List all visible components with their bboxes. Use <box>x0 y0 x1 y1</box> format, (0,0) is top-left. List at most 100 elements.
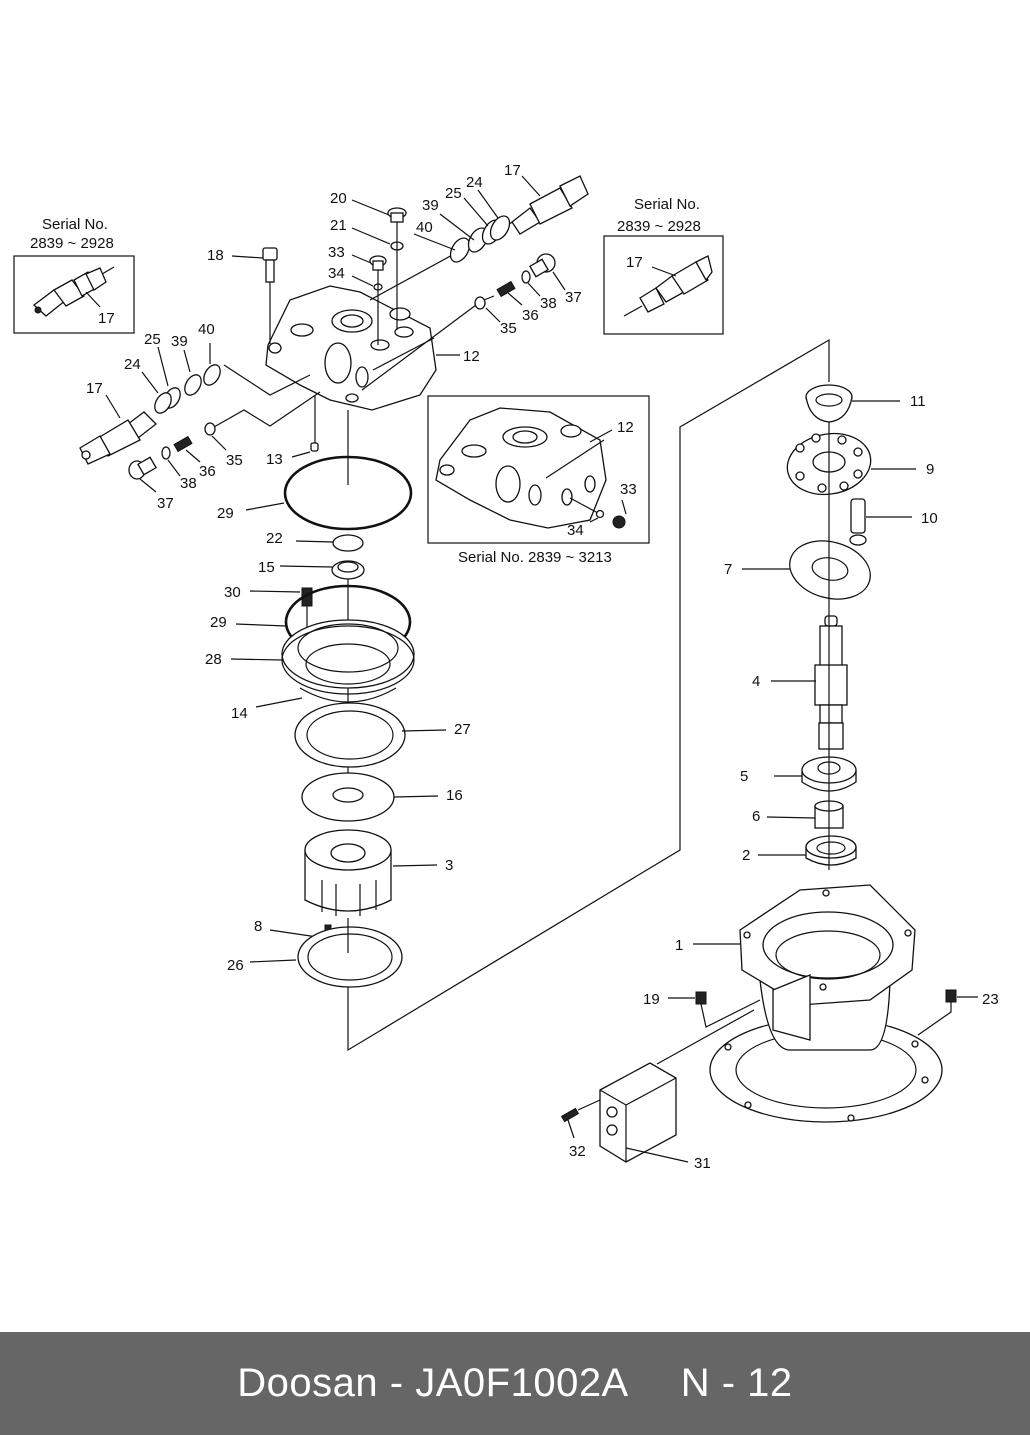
footer-brand-part-number: Doosan - JA0F1002A <box>237 1361 629 1405</box>
shaft-4 <box>814 615 848 750</box>
plug-37-left <box>128 456 157 480</box>
plug-23 <box>945 989 957 1003</box>
plug-37 <box>529 253 556 278</box>
callout-12: 12 <box>463 348 480 365</box>
oring-40-left <box>203 364 221 386</box>
inset-center-caption: Serial No. 2839 ~ 3213 <box>458 549 612 566</box>
callout-27: 27 <box>454 721 471 738</box>
poppet-35-left <box>204 422 216 436</box>
callout-18: 18 <box>207 247 224 264</box>
relief-valve-part-17-inset-right <box>623 255 713 317</box>
callout-34: 34 <box>328 265 345 282</box>
spring-36 <box>496 280 516 298</box>
callout-20: 20 <box>330 190 347 207</box>
bearing-2 <box>805 835 857 866</box>
pin-13 <box>310 442 319 452</box>
callout-17-inset-right: 17 <box>626 254 643 271</box>
relief-valve-17-left <box>79 411 157 465</box>
callout-1: 1 <box>675 937 683 954</box>
valve-block-31 <box>599 1062 677 1163</box>
casing-1 <box>709 884 943 1123</box>
callout-40: 40 <box>416 219 433 236</box>
callout-38: 38 <box>540 295 557 312</box>
cylinder-block-3 <box>304 829 392 916</box>
swash-plate-7 <box>789 540 871 600</box>
inset-right-line1: Serial No. <box>634 196 700 213</box>
callout-2: 2 <box>742 847 750 864</box>
parts-diagram: Serial No. 2839 ~ 2928 17 Serial No. 283… <box>13 162 999 1172</box>
callout-10: 10 <box>921 510 938 527</box>
callout-11: 11 <box>910 393 926 410</box>
callout-39-left: 39 <box>171 333 188 350</box>
callout-3: 3 <box>445 857 453 874</box>
poppet-35 <box>474 296 486 310</box>
relief-valve-17 <box>511 175 589 235</box>
callout-17-inset-left: 17 <box>98 310 115 327</box>
callout-29-top: 29 <box>217 505 234 522</box>
callout-17-left: 17 <box>86 380 103 397</box>
plate-26 <box>297 926 403 988</box>
callout-28: 28 <box>205 651 222 668</box>
oring-38-left <box>161 446 171 460</box>
inset-center: 12 33 34 Serial No. 2839 ~ 3213 <box>427 395 650 566</box>
callout-9: 9 <box>926 461 934 478</box>
plate-27 <box>294 702 406 768</box>
callout-12-inset: 12 <box>617 419 634 436</box>
callout-34-inset: 34 <box>567 522 584 539</box>
oring-39-left <box>184 374 202 396</box>
callout-21: 21 <box>330 217 347 234</box>
callout-37-left: 37 <box>157 495 174 512</box>
callout-36: 36 <box>522 307 539 324</box>
callout-33-inset: 33 <box>620 481 637 498</box>
callout-25-left: 25 <box>144 331 161 348</box>
inset-right: Serial No. 2839 ~ 2928 17 <box>603 196 724 335</box>
backup-ring-24 <box>489 215 511 241</box>
bolt-32 <box>560 1107 580 1123</box>
callout-31: 31 <box>694 1155 711 1172</box>
callout-36-left: 36 <box>199 463 216 480</box>
callout-40-left: 40 <box>198 321 215 338</box>
backup-ring-24-left <box>154 392 172 414</box>
callout-32: 32 <box>569 1143 586 1160</box>
callout-4: 4 <box>752 673 760 690</box>
spring-36-left <box>173 435 193 453</box>
relief-valve-part-17-inset <box>32 266 115 317</box>
callout-17: 17 <box>504 162 521 179</box>
callout-15: 15 <box>258 559 275 576</box>
callout-5: 5 <box>740 768 748 785</box>
ring-11 <box>805 384 853 423</box>
callout-37: 37 <box>565 289 582 306</box>
callout-16: 16 <box>446 787 463 804</box>
valve-plate-16 <box>301 772 395 822</box>
callout-35: 35 <box>500 320 517 337</box>
callout-6: 6 <box>752 808 760 825</box>
pin-10 <box>849 498 867 546</box>
oring-40 <box>449 237 471 263</box>
inset-right-line2: 2839 ~ 2928 <box>617 218 701 235</box>
callout-25: 25 <box>445 185 462 202</box>
inset-left: Serial No. 2839 ~ 2928 17 <box>13 216 135 334</box>
oring-29-top <box>283 455 413 531</box>
footer-page-number: N - 12 <box>680 1361 793 1405</box>
oring-22 <box>332 534 364 552</box>
callout-23: 23 <box>982 991 999 1008</box>
part-14 <box>299 687 397 703</box>
callout-24: 24 <box>466 174 483 191</box>
valve-housing-12-inset <box>435 407 626 529</box>
callout-33: 33 <box>328 244 345 261</box>
plug-20 <box>387 207 407 223</box>
callout-29: 29 <box>210 614 227 631</box>
callout-26: 26 <box>227 957 244 974</box>
valve-housing-12 <box>265 285 437 411</box>
plug-19 <box>695 991 707 1005</box>
inset-left-line2: 2839 ~ 2928 <box>30 235 114 252</box>
callout-39: 39 <box>422 197 439 214</box>
callout-7: 7 <box>724 561 732 578</box>
bearing-28 <box>281 619 415 695</box>
bolt-18 <box>262 247 278 344</box>
plug-33 <box>369 255 387 271</box>
oil-seal-15 <box>331 560 365 580</box>
inset-left-line1: Serial No. <box>42 216 108 233</box>
callout-30: 30 <box>224 584 241 601</box>
callout-8: 8 <box>254 918 262 935</box>
